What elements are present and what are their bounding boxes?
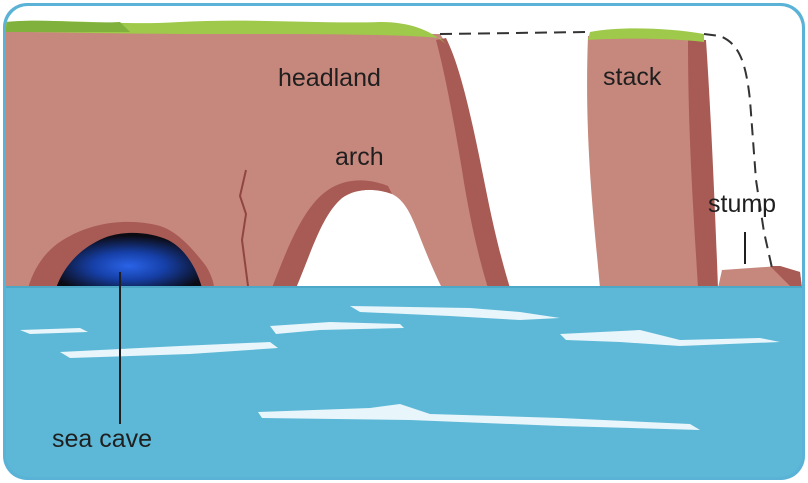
label-stack: stack bbox=[603, 63, 662, 91]
label-headland: headland bbox=[278, 64, 381, 92]
label-sea-cave: sea cave bbox=[52, 425, 152, 453]
label-stump: stump bbox=[708, 190, 776, 218]
label-arch: arch bbox=[335, 143, 384, 171]
